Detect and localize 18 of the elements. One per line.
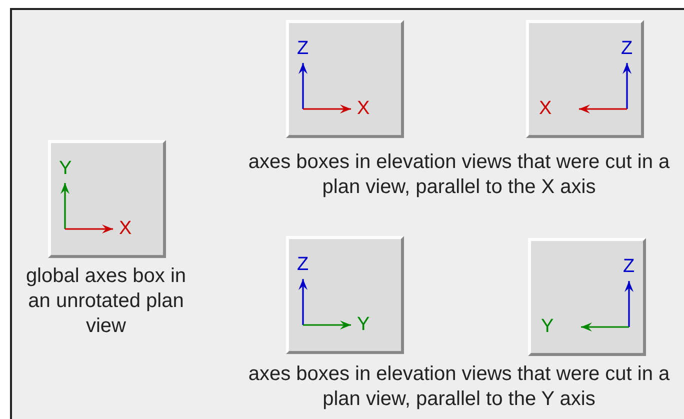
axis-label: Y (357, 315, 370, 334)
axis-label: Z (623, 257, 635, 276)
axes-box (286, 20, 404, 138)
axis-label: Z (297, 255, 309, 274)
axis-label: Z (297, 39, 309, 58)
axis-label: X (539, 99, 552, 118)
axis-label: X (357, 99, 370, 118)
axis-label: Z (621, 39, 633, 58)
axis-label: Y (59, 159, 72, 178)
caption: axes boxes in elevation views that were cut in a plan view, parallel to the Y axis (247, 362, 671, 412)
axis-label: Y (541, 317, 554, 336)
node-label: global axes box in an unrotated plan view (24, 264, 188, 339)
caption: axes boxes in elevation views that were cut in a plan view, parallel to the X axis (247, 150, 671, 200)
axes-box (286, 236, 404, 354)
axes-box (528, 238, 646, 356)
axes-box (526, 20, 644, 138)
axes-box (48, 140, 166, 258)
axis-label: X (119, 219, 132, 238)
